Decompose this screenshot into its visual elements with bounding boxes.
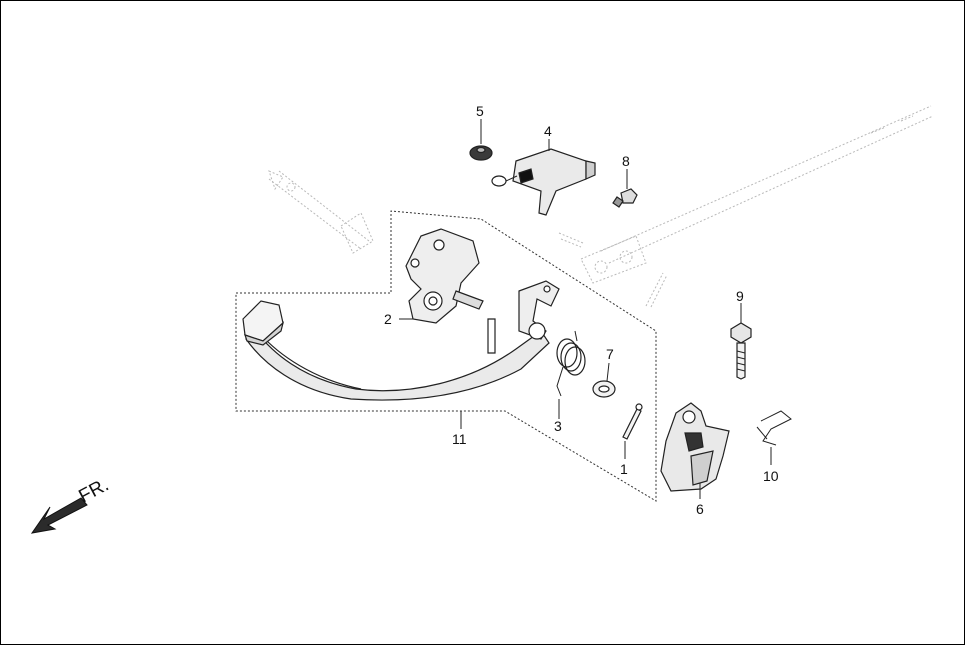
cotter-pin — [622, 403, 643, 440]
grommet — [469, 145, 493, 161]
callout-10: 10 — [763, 468, 779, 484]
callout-3: 3 — [554, 418, 562, 434]
stop-switch — [491, 148, 596, 216]
callout-7: 7 — [606, 346, 614, 362]
ghost-pin — [558, 232, 668, 308]
callout-5: 5 — [476, 103, 484, 119]
ghost-footrest-bracket — [268, 170, 374, 254]
ghost-brake-rod — [580, 105, 934, 284]
callout-8: 8 — [622, 153, 630, 169]
front-direction-arrow-icon — [30, 497, 88, 534]
callout-4: 4 — [544, 123, 552, 139]
spring-clip — [756, 410, 792, 446]
callout-2: 2 — [384, 311, 392, 327]
small-bolt — [612, 188, 638, 208]
leader-lines — [399, 119, 772, 499]
return-spring — [556, 330, 586, 397]
callout-9: 9 — [736, 288, 744, 304]
washer — [592, 380, 616, 398]
brake-pedal-arm — [242, 280, 560, 401]
pivot-plate — [405, 228, 484, 324]
flange-bolt — [730, 322, 752, 380]
assembly-boundary — [235, 210, 657, 502]
callout-1: 1 — [620, 461, 628, 477]
callout-6: 6 — [696, 501, 704, 517]
callout-11: 11 — [452, 431, 467, 447]
mounting-bracket — [660, 402, 730, 492]
